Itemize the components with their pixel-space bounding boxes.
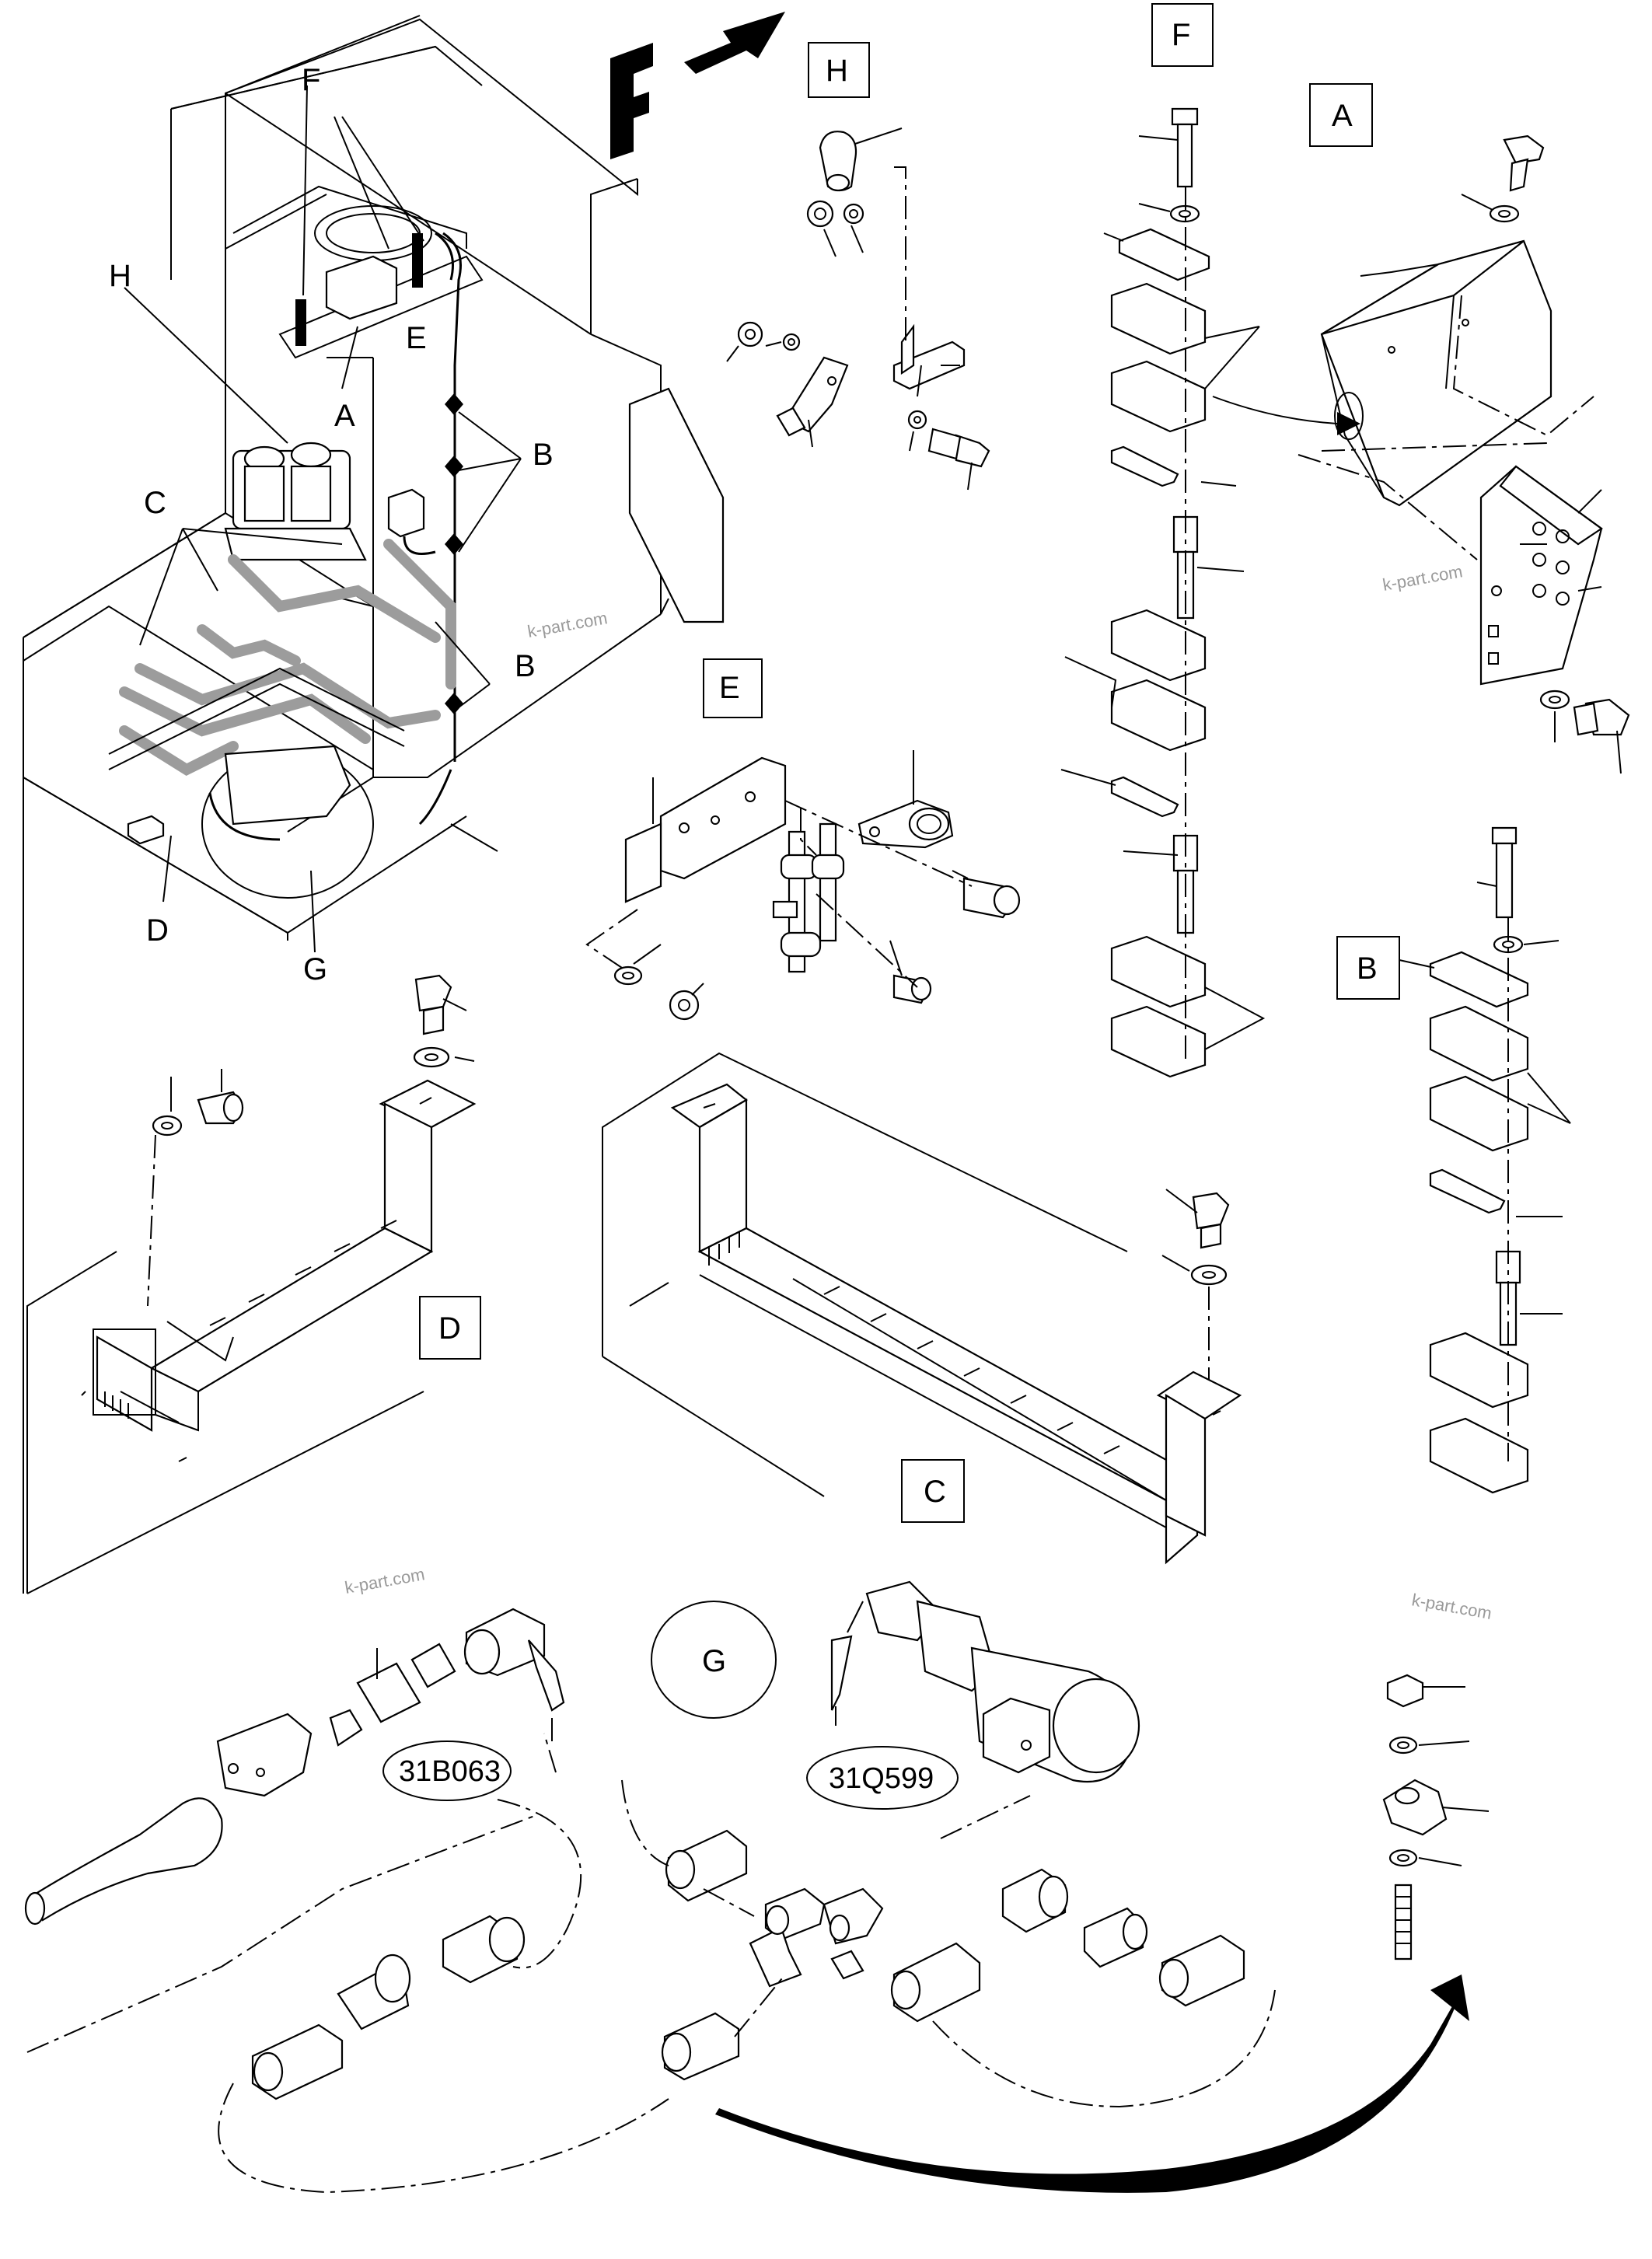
valve-assembly (224, 442, 367, 561)
detail-c-label: C (924, 1475, 946, 1509)
watermark: k-part.com (526, 608, 609, 641)
overview-label-a: A (334, 399, 355, 433)
overview-label-d: D (146, 913, 169, 948)
overview-label-b-lower: B (515, 649, 536, 683)
overview-label-f: F (302, 63, 320, 97)
machine-overview (23, 15, 725, 1594)
detail-h: H (726, 42, 990, 491)
overview-label-b-upper: B (533, 438, 554, 472)
detail-b-box (1336, 936, 1400, 1000)
detail-d: D (26, 974, 481, 1594)
front-direction-arrow-icon (610, 12, 785, 159)
detail-g-circle (651, 1601, 777, 1719)
detail-a: A (1212, 83, 1630, 774)
detail-c-box (901, 1459, 965, 1523)
detail-a-box (1309, 83, 1373, 147)
watermark: k-part.com (1410, 1590, 1493, 1623)
detail-b-label: B (1357, 951, 1378, 986)
overview-label-e: E (406, 321, 427, 355)
detail-f-label: F (1172, 18, 1190, 52)
detail-e-box (703, 658, 763, 718)
watermark: k-part.com (344, 1564, 427, 1597)
detail-a-label: A (1332, 99, 1353, 133)
detail-h-box (808, 42, 870, 98)
overview-label-h: H (109, 259, 131, 293)
detail-d-box (419, 1296, 481, 1360)
part-code-right (806, 1746, 959, 1810)
detail-d-label: D (438, 1311, 461, 1346)
part-code-left (382, 1741, 512, 1801)
part-code-left-text: 31B063 (399, 1755, 501, 1788)
detail-e-label: E (719, 671, 740, 705)
detail-f: F (1060, 3, 1266, 1078)
detail-e: E (585, 658, 1021, 1021)
detail-h-label: H (826, 54, 848, 88)
detail-g: G 31B063 (24, 1580, 1490, 2194)
watermark: k-part.com (1381, 561, 1465, 595)
detail-b: B (1336, 826, 1571, 1494)
overview-label-c: C (144, 486, 166, 520)
detail-c: C (602, 1052, 1242, 1565)
detail-g-label: G (702, 1644, 726, 1678)
part-code-right-text: 31Q599 (829, 1762, 934, 1795)
detail-f-box (1151, 3, 1214, 67)
overview-label-g: G (303, 952, 327, 986)
